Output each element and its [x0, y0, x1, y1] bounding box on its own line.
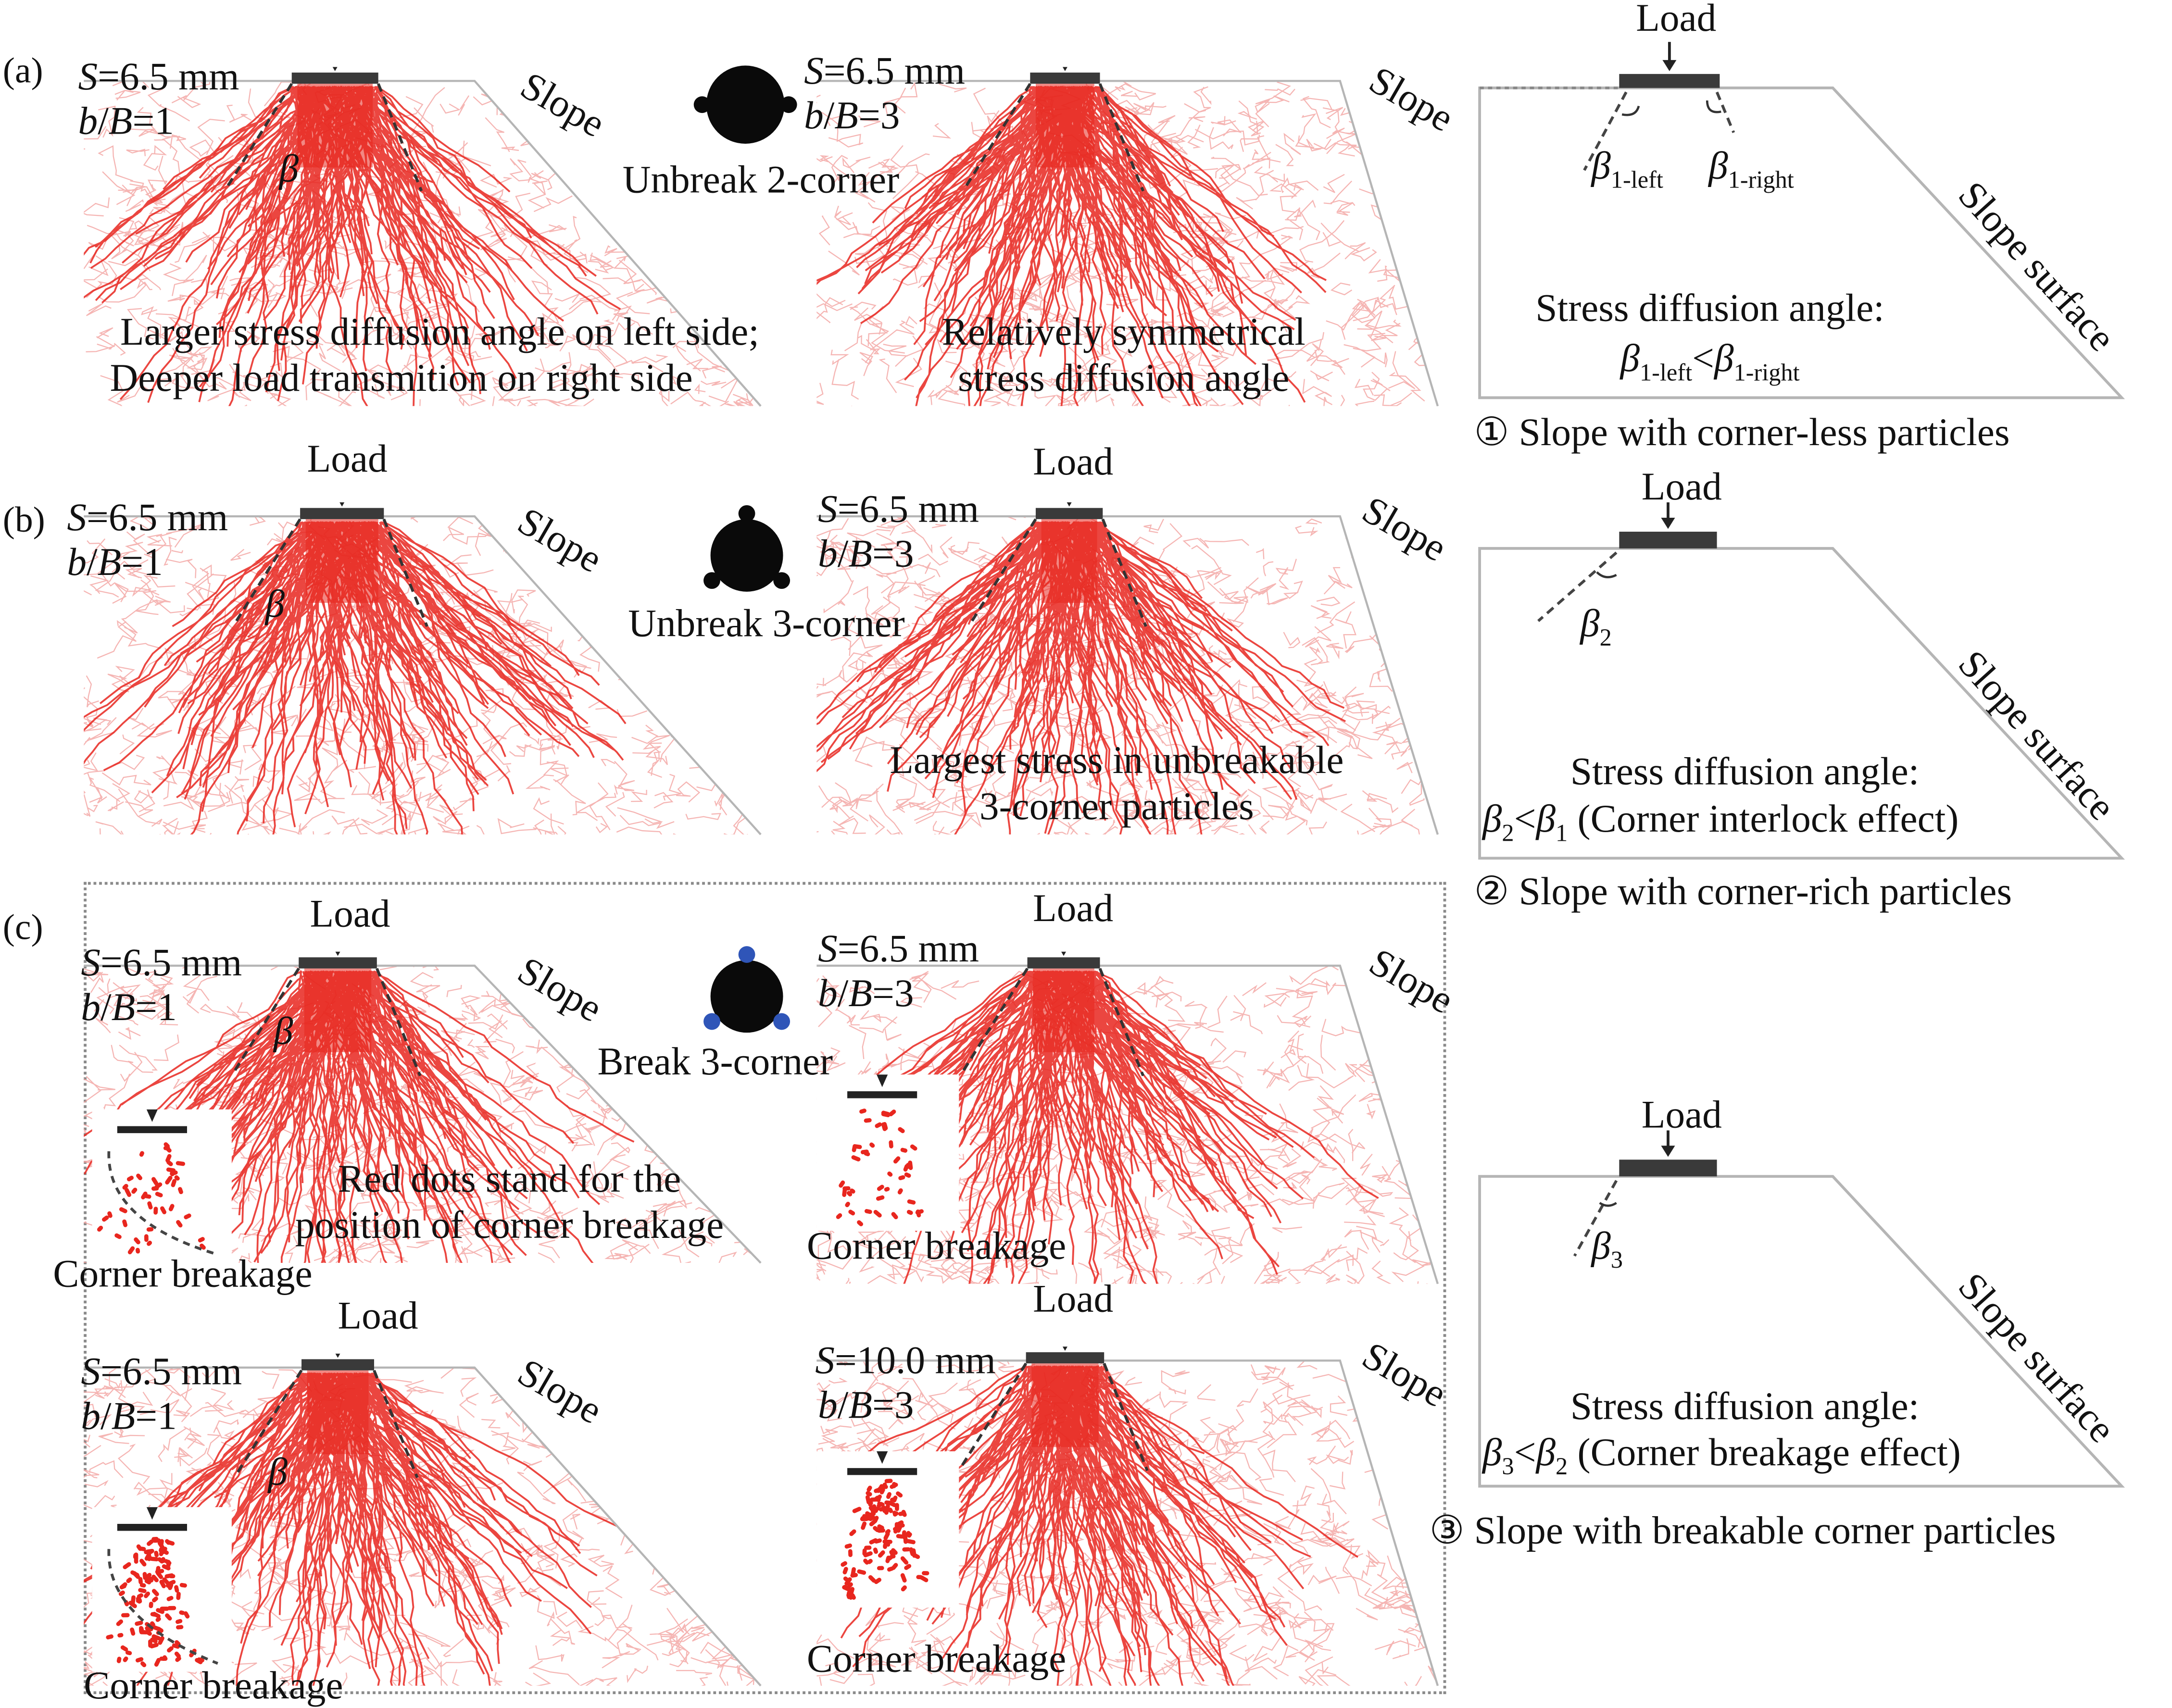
a-left-width-ratio: b/B=1: [78, 100, 174, 144]
panel-c-tag: (c): [2, 907, 43, 948]
b-left-width-ratio: b/B=1: [67, 541, 163, 585]
c-bl-spacing: S=6.5 mm: [81, 1351, 242, 1394]
c-bl-breakage-label: Corner breakage: [84, 1665, 343, 1708]
schematic-1-caption: ① Slope with corner-less particles: [1474, 411, 2010, 455]
b-right-width-ratio: b/B=3: [818, 533, 914, 576]
b-left-load-label: Load: [307, 438, 388, 482]
schematic-1-angle-title: Stress diffusion angle:: [1535, 287, 1884, 331]
c-tl-load-label: Load: [310, 893, 390, 936]
c-bl-width-ratio: b/B=1: [81, 1395, 177, 1439]
schematic-3-caption: ③ Slope with breakable corner particles: [1429, 1509, 2056, 1553]
a-right-spacing: S=6.5 mm: [804, 50, 965, 94]
c-tl-spacing: S=6.5 mm: [81, 942, 242, 985]
b-left-spacing: S=6.5 mm: [67, 497, 228, 540]
c-tr-load-label: Load: [1033, 887, 1114, 931]
c-particle-label: Break 3-corner: [597, 1041, 833, 1085]
c-bl-beta-label: β: [268, 1451, 288, 1495]
b-right-note-line-1: Largest stress in unbreakable: [890, 739, 1344, 783]
b-right-note-line-2: 3-corner particles: [979, 785, 1254, 829]
schematic-2-angle-title: Stress diffusion angle:: [1570, 750, 1920, 794]
a-left-note-line-2: Deeper load transmition on right side: [110, 357, 693, 401]
c-bl-load-label: Load: [338, 1295, 418, 1338]
particle-2-corner-icon: [693, 65, 797, 144]
breakage-inset-top-right: [816, 1074, 959, 1231]
schematic-1-beta-right: β1-right: [1708, 145, 1794, 194]
a-left-spacing: S=6.5 mm: [78, 56, 239, 100]
a-right-width-ratio: b/B=3: [804, 95, 900, 138]
b-particle-label: Unbreak 3-corner: [628, 603, 905, 647]
c-tl-beta-label: β: [273, 1010, 293, 1054]
breakage-inset-bottom-left: [92, 1507, 232, 1672]
panel-a-tag: (a): [2, 50, 43, 91]
c-tl-breakage-label: Corner breakage: [53, 1253, 313, 1297]
schematic-1-beta-left: β1-left: [1591, 145, 1663, 194]
b-right-spacing: S=6.5 mm: [818, 488, 979, 532]
breakage-inset-bottom-right: [816, 1451, 959, 1608]
schematic-3-beta: β3: [1591, 1225, 1623, 1274]
schematic-2-angle-relation: β2<β1 (Corner interlock effect): [1482, 798, 1959, 847]
breakage-inset-top-left: [92, 1109, 232, 1263]
schematic-3-angle-relation: β3<β2 (Corner breakage effect): [1482, 1432, 1961, 1480]
a-right-note-line-1: Relatively symmetrical: [942, 311, 1306, 355]
schematic-2-load-label: Load: [1641, 466, 1722, 510]
schematic-1-diagram: [1478, 42, 2125, 399]
panel-c-frame: [84, 882, 1446, 1695]
sim-b-right: [816, 502, 1439, 835]
c-br-width-ratio: b/B=3: [818, 1384, 914, 1428]
sim-c-top-right: [816, 951, 1439, 1284]
c-tl-width-ratio: b/B=1: [81, 986, 177, 1030]
sim-a-right: [816, 67, 1439, 407]
sim-c-top-left: [84, 951, 762, 1264]
schematic-2-beta: β2: [1580, 603, 1612, 651]
schematic-3-angle-title: Stress diffusion angle:: [1570, 1385, 1920, 1429]
c-br-spacing: S=10.0 mm: [815, 1339, 996, 1383]
schematic-1-angle-relation: β1-left<β1-right: [1620, 337, 1800, 386]
particle-3-corner-icon: [703, 505, 791, 592]
schematic-2-caption: ② Slope with corner-rich particles: [1474, 871, 2012, 914]
b-right-load-label: Load: [1033, 441, 1114, 485]
sim-c-bottom-right: [816, 1346, 1439, 1686]
schematic-3-load-label: Load: [1641, 1094, 1722, 1137]
c-tr-width-ratio: b/B=3: [818, 972, 914, 1016]
sim-a-left: [84, 67, 762, 407]
c-br-breakage-label: Corner breakage: [806, 1638, 1067, 1682]
particle-breakable-3-corner-icon: [703, 946, 791, 1033]
sim-b-left: [84, 502, 762, 835]
a-left-beta-label: β: [279, 148, 299, 191]
panel-b-tag: (b): [2, 499, 45, 540]
c-tl-note-line-1: Red dots stand for the: [338, 1158, 681, 1202]
schematic-2-diagram: [1478, 502, 2125, 860]
a-right-note-line-2: stress diffusion angle: [958, 357, 1290, 401]
b-left-beta-label: β: [265, 583, 285, 627]
a-particle-label: Unbreak 2-corner: [622, 159, 900, 202]
schematic-3-diagram: [1478, 1130, 2125, 1488]
c-tl-note-line-2: position of corner breakage: [295, 1204, 724, 1248]
schematic-1-load-label: Load: [1636, 0, 1717, 41]
c-br-load-label: Load: [1033, 1278, 1114, 1322]
c-tr-breakage-label: Corner breakage: [806, 1225, 1067, 1269]
c-tr-spacing: S=6.5 mm: [818, 928, 979, 972]
a-left-note-line-1: Larger stress diffusion angle on left si…: [120, 311, 759, 355]
